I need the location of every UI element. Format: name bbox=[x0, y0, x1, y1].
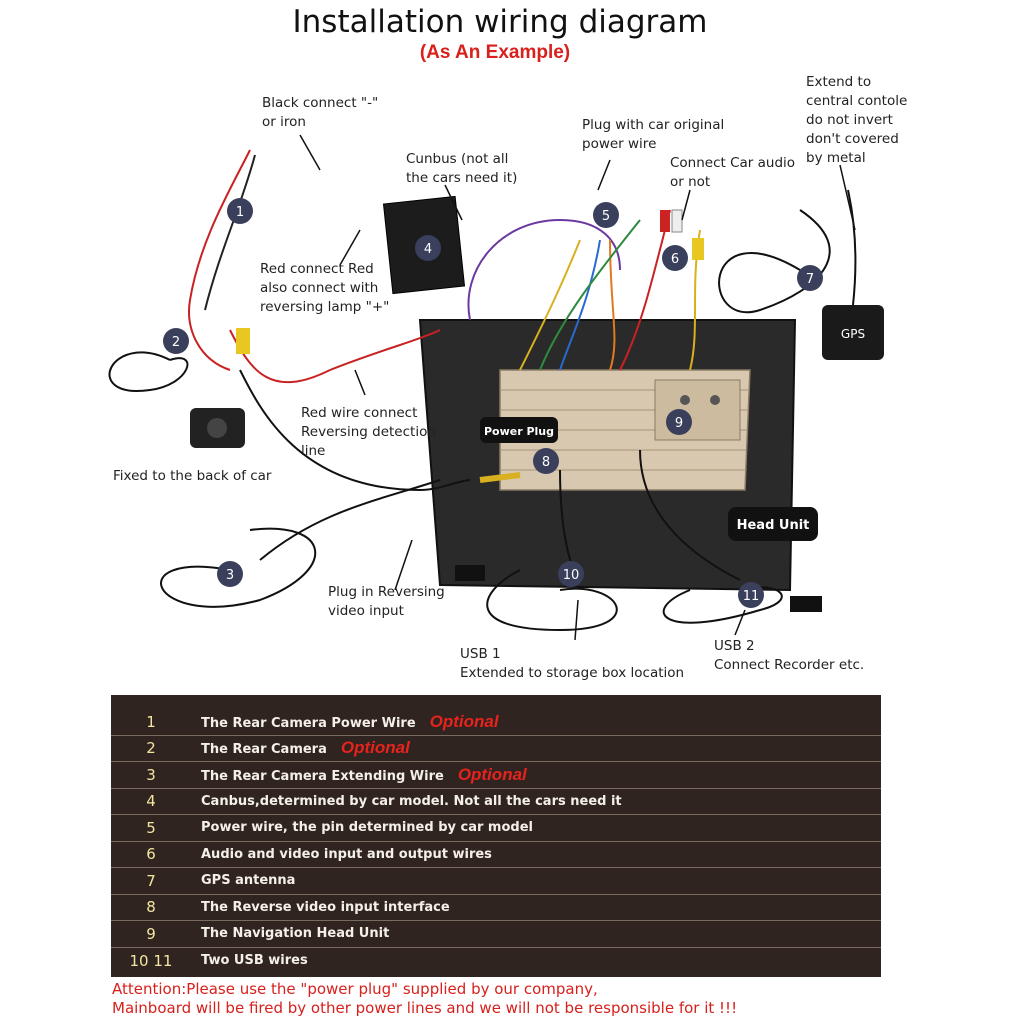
label-connect-audio: Connect Car audio or not bbox=[670, 155, 796, 190]
label-plug-reversing: Plug in Reversing video input bbox=[328, 584, 445, 619]
usb1-plug-illustration bbox=[455, 565, 485, 581]
marker-5: 5 bbox=[593, 202, 619, 228]
legend-number: 1 bbox=[146, 712, 156, 731]
legend-row: 6 Audio and video input and output wires bbox=[111, 842, 881, 868]
rca-yellow-connector bbox=[692, 238, 704, 260]
svg-text:5: 5 bbox=[602, 209, 610, 224]
legend-text: Power wire, the pin determined by car mo… bbox=[201, 820, 533, 836]
rca-white-connector bbox=[671, 209, 683, 233]
marker-11: 11 bbox=[738, 582, 764, 608]
label-black-connect: Black connect "-" or iron bbox=[262, 95, 379, 130]
legend-number: 2 bbox=[146, 739, 156, 758]
svg-text:11: 11 bbox=[743, 589, 760, 604]
svg-text:1: 1 bbox=[236, 205, 244, 220]
marker-3: 3 bbox=[217, 561, 243, 587]
svg-text:2: 2 bbox=[172, 335, 180, 350]
label-cunbus: Cunbus (not all the cars need it) bbox=[406, 151, 518, 186]
rear-camera-illustration bbox=[190, 408, 245, 448]
svg-text:6: 6 bbox=[671, 252, 679, 267]
marker-6: 6 bbox=[662, 245, 688, 271]
head-unit-illustration bbox=[418, 319, 797, 592]
marker-8: 8 bbox=[533, 448, 559, 474]
legend-text: The Reverse video input interface bbox=[201, 899, 450, 915]
legend-row: 5 Power wire, the pin determined by car … bbox=[111, 815, 881, 842]
svg-text:Head Unit: Head Unit bbox=[737, 518, 810, 533]
svg-text:7: 7 bbox=[806, 272, 814, 287]
marker-7: 7 bbox=[797, 265, 823, 291]
legend-row: 8 The Reverse video input interface bbox=[111, 895, 881, 921]
wiring-illustration: 1 2 3 4 5 6 7 8 9 10 11 Power Plug Head … bbox=[108, 134, 884, 641]
legend-number: 8 bbox=[146, 898, 156, 917]
marker-10: 10 bbox=[558, 561, 584, 587]
legend-row: 9 The Navigation Head Unit bbox=[111, 921, 881, 948]
power-plug-badge: Power Plug bbox=[480, 417, 558, 443]
label-extend-console: Extend to central contole do not invert … bbox=[806, 74, 908, 166]
label-fixed-back: Fixed to the back of car bbox=[113, 468, 272, 484]
svg-text:3: 3 bbox=[226, 568, 234, 583]
label-plug-original: Plug with car original power wire bbox=[582, 117, 725, 152]
legend-number: 7 bbox=[146, 871, 156, 890]
label-red-wire: Red wire connect Reversing detection lin… bbox=[301, 405, 436, 459]
attention-line-1: Attention:Please use the "power plug" su… bbox=[112, 980, 598, 998]
page-subtitle: (As An Example) bbox=[419, 42, 571, 63]
legend-number: 9 bbox=[146, 924, 156, 943]
legend-text: The Navigation Head Unit bbox=[201, 926, 390, 942]
marker-2: 2 bbox=[163, 328, 189, 354]
legend-text: Canbus,determined by car model. Not all … bbox=[201, 793, 622, 809]
attention-notice: Attention:Please use the "power plug" su… bbox=[112, 980, 1012, 1018]
legend-number: 6 bbox=[146, 845, 156, 864]
optional-tag: Optional bbox=[457, 764, 527, 784]
gps-badge: GPS bbox=[841, 327, 865, 341]
svg-text:8: 8 bbox=[542, 455, 550, 470]
rca-red-connector bbox=[660, 210, 670, 232]
legend-text: GPS antenna bbox=[201, 873, 296, 889]
label-red-connect: Red connect Red also connect with revers… bbox=[260, 261, 390, 315]
marker-1: 1 bbox=[227, 198, 253, 224]
marker-4: 4 bbox=[415, 235, 441, 261]
legend-row: 4 Canbus,determined by car model. Not al… bbox=[111, 789, 881, 815]
svg-text:9: 9 bbox=[675, 416, 683, 431]
camera-yellow-connector bbox=[236, 328, 250, 354]
label-usb1: USB 1 Extended to storage box location bbox=[460, 646, 685, 681]
wiring-diagram: 1 2 3 4 5 6 7 8 9 10 11 Power Plug Head … bbox=[0, 70, 1024, 690]
head-unit-badge: Head Unit bbox=[728, 507, 818, 541]
legend-row: 10 11 Two USB wires bbox=[111, 948, 881, 975]
legend-text: Two USB wires bbox=[201, 953, 308, 969]
svg-text:Power Plug: Power Plug bbox=[484, 425, 554, 438]
legend-number: 5 bbox=[146, 818, 156, 837]
legend-number: 10 11 bbox=[129, 951, 173, 970]
page-title: Installation wiring diagram bbox=[292, 4, 708, 40]
optional-tag: Optional bbox=[340, 738, 410, 758]
label-usb2: USB 2 Connect Recorder etc. bbox=[714, 638, 865, 673]
attention-line-2: Mainboard will be fired by other power l… bbox=[112, 999, 738, 1017]
svg-text:10: 10 bbox=[563, 568, 580, 583]
legend-text: Audio and video input and output wires bbox=[201, 846, 492, 862]
legend-row: 7 GPS antenna bbox=[111, 868, 881, 895]
optional-tag: Optional bbox=[429, 711, 499, 731]
marker-9: 9 bbox=[666, 409, 692, 435]
legend-number: 4 bbox=[146, 792, 156, 811]
usb2-plug-illustration bbox=[790, 596, 822, 612]
legend-number: 3 bbox=[146, 765, 156, 784]
svg-text:4: 4 bbox=[424, 242, 432, 257]
